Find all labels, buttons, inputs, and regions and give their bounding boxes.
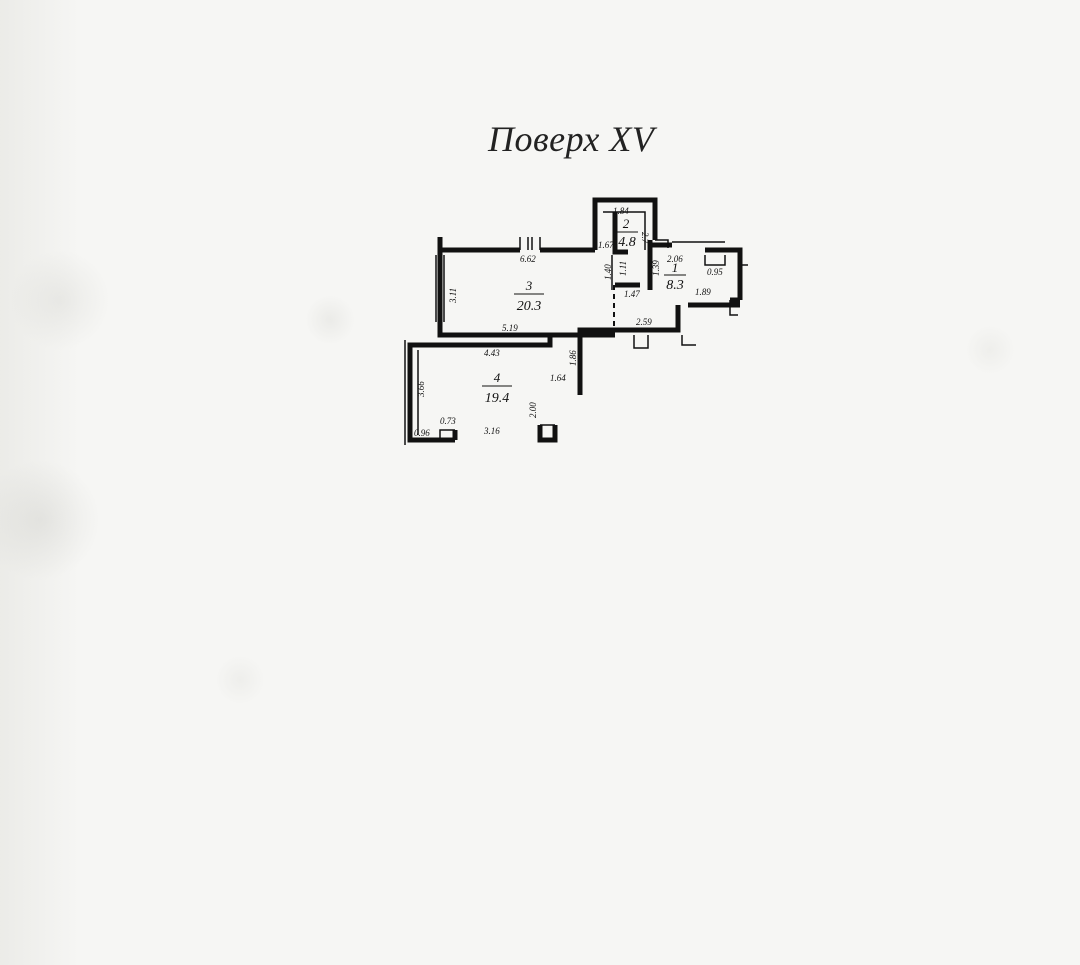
dim-3-16: 3.16 bbox=[483, 426, 500, 436]
dim-3-66: 3.66 bbox=[416, 381, 426, 398]
dim-6-62: 6.62 bbox=[520, 254, 536, 264]
dim-2-06: 2.06 bbox=[667, 254, 683, 264]
wall-room-3 bbox=[437, 197, 658, 338]
dim-2-7: 2.7 bbox=[640, 232, 650, 244]
window-room-3 bbox=[435, 255, 445, 322]
room-2-inner bbox=[603, 211, 646, 290]
room-area-2: 4.8 bbox=[618, 235, 636, 250]
dim-5-19: 5.19 bbox=[502, 323, 518, 333]
room-number-4: 4 bbox=[494, 370, 501, 385]
room-1-balcony bbox=[672, 241, 748, 316]
floor-title: Поверх XV bbox=[488, 119, 655, 159]
dim-2-00: 2.00 bbox=[528, 402, 538, 418]
window-top-room-3 bbox=[519, 237, 541, 250]
dim-1-47: 1.47 bbox=[624, 289, 640, 299]
wall-room-1 bbox=[650, 242, 743, 308]
room-area-4: 19.4 bbox=[485, 391, 510, 406]
dim-1-64: 1.64 bbox=[550, 373, 566, 383]
dim-1-11: 1.11 bbox=[618, 261, 628, 276]
room-1-door bbox=[655, 239, 669, 248]
room-area-1: 8.3 bbox=[666, 278, 684, 293]
dim-1-67: 1.67 bbox=[598, 240, 614, 250]
dim-0-96: 0.96 bbox=[414, 428, 430, 438]
room-number-2: 2 bbox=[623, 216, 630, 231]
wall-room-2 bbox=[612, 212, 653, 290]
room-area-3: 20.3 bbox=[517, 299, 542, 314]
room-number-3: 3 bbox=[525, 278, 533, 293]
dim-0-95: 0.95 bbox=[707, 267, 723, 277]
dim-1-84: 1.84 bbox=[613, 206, 629, 216]
corridor-details bbox=[409, 335, 696, 440]
dim-4-43: 4.43 bbox=[484, 348, 500, 358]
dim-1-40: 1.40 bbox=[603, 264, 613, 280]
dim-0-73: 0.73 bbox=[440, 416, 456, 426]
dim-1-39: 1.39 bbox=[651, 260, 661, 276]
dim-1-89: 1.89 bbox=[695, 287, 711, 297]
room-number-1: 1 bbox=[672, 260, 679, 275]
dim-3-11: 3.11 bbox=[448, 288, 458, 304]
dim-1-86: 1.86 bbox=[568, 350, 578, 366]
dim-2-59: 2.59 bbox=[636, 317, 652, 327]
